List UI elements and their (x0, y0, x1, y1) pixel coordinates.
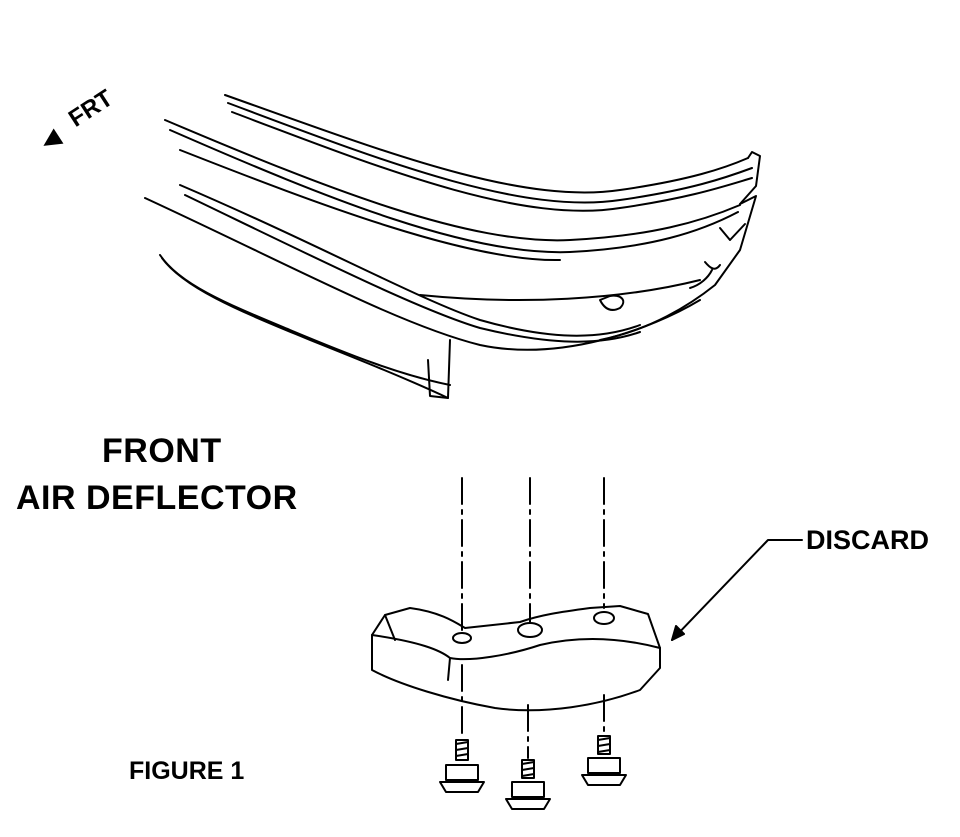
bolt-right (582, 736, 626, 785)
discard-callout-label: DISCARD (806, 525, 930, 555)
diagram-title-line1: FRONT (102, 432, 222, 470)
air-deflector-bracket (372, 606, 660, 710)
bolt-left (440, 740, 484, 792)
diagram-title-line2: AIR DEFLECTOR (16, 479, 298, 517)
discard-leader (672, 540, 802, 640)
bolt-center (506, 760, 550, 809)
bumper-fascia (145, 95, 760, 398)
figure-caption: FIGURE 1 (129, 757, 245, 785)
